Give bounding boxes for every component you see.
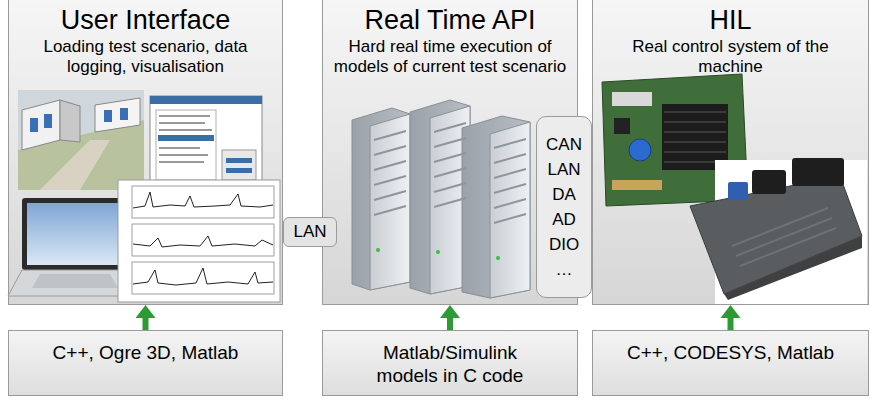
tech-box: C++, Ogre 3D, Matlab [8,330,283,396]
interface-list: CAN LAN DA AD DIO … [536,116,592,298]
panel-heading: Real Time API [364,4,535,36]
green-arrow [136,305,156,330]
green-arrow [721,305,741,330]
green-arrow [440,305,460,330]
arrow-head [136,305,156,318]
arrow-shaft [143,316,149,330]
tech-box: C++, CODESYS, Matlab [592,330,869,396]
panel-heading: User Interface [61,4,231,36]
box-label: LAN [293,222,326,242]
panel-description: Hard real time execution of models of cu… [333,37,567,77]
link-tag: LAN [283,217,337,247]
tech-box: Matlab/Simulink models in C code [322,330,578,396]
ecu-housing [690,158,867,304]
scene-3d [18,90,144,190]
box-label: Matlab/Simulink models in C code [360,341,540,387]
arrow-shaft [728,316,734,330]
arrow-head [440,305,460,318]
box-label: C++, CODESYS, Matlab [627,341,834,364]
panel: User InterfaceLoading test scenario, dat… [8,0,283,305]
server-rack [352,100,530,298]
panel-heading: HIL [709,4,751,36]
laptop [8,198,142,296]
software-window [150,96,262,188]
panel-description: Real control system of the machine [603,37,858,77]
circuit-board [602,74,748,206]
data-plot [118,180,280,302]
panel-description: Loading test scenario, data logging, vis… [19,37,272,77]
arrow-shaft [447,316,453,330]
arrow-head [721,305,741,318]
box-label: C++, Ogre 3D, Matlab [53,341,239,364]
panel: HILReal control system of the machine [592,0,869,305]
box-label: CAN LAN DA AD DIO … [539,132,589,282]
